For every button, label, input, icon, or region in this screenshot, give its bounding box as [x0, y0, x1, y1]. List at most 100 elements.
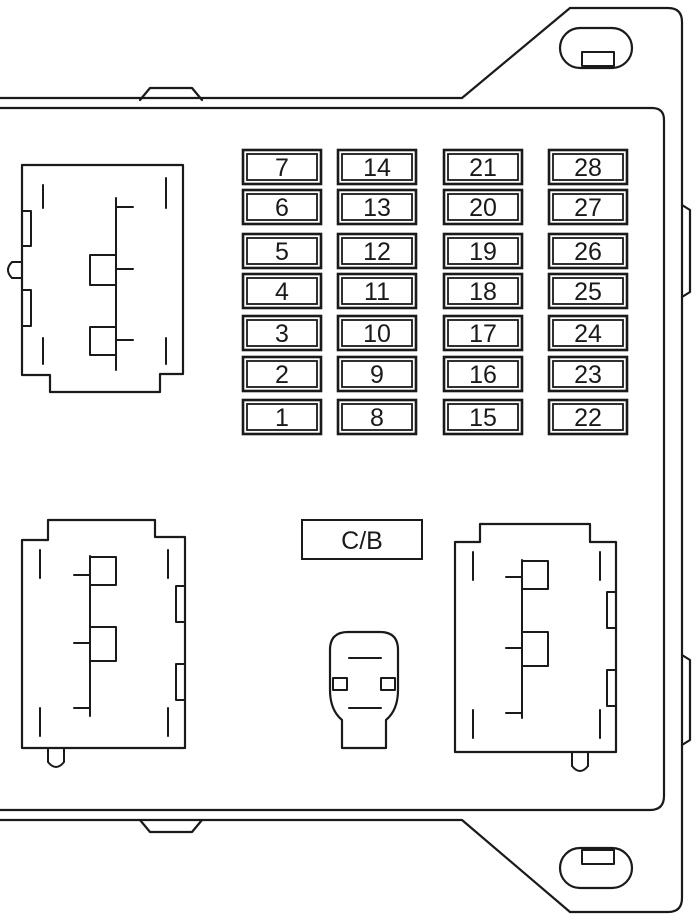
fuse-slot: 10: [336, 314, 418, 352]
fuse-number-label: 26: [574, 238, 602, 266]
fuse-slot-outline: [442, 272, 524, 310]
outer-housing: [0, 6, 692, 914]
fuse-slot-inner-outline: [552, 193, 624, 221]
fuse-number-label: 12: [363, 238, 391, 266]
fuse-number-label: 13: [363, 194, 391, 222]
fuse-slot-inner-outline: [246, 319, 318, 347]
fuse-slot-inner-outline: [552, 403, 624, 431]
fuse-slot: 20: [442, 188, 524, 226]
fuse-slot-outline: [241, 355, 323, 393]
fuse-slot-inner-outline: [447, 193, 519, 221]
relay-socket-top-left: [7, 163, 185, 394]
fuse-number-label: 3: [275, 320, 289, 348]
fuse-number-label: 21: [469, 154, 497, 182]
fuse-slot-outline: [547, 314, 629, 352]
fuse-number-label: 25: [574, 278, 602, 306]
fuse-slot-inner-outline: [341, 403, 413, 431]
fuse-slot-inner-outline: [341, 153, 413, 181]
fuse-slot-inner-outline: [447, 277, 519, 305]
fuse-number-label: 22: [574, 404, 602, 432]
fuse-slot-outline: [547, 148, 629, 186]
fuse-number-label: 27: [574, 194, 602, 222]
fuse-slot: 27: [547, 188, 629, 226]
fuse-slot: 8: [336, 398, 418, 436]
fuse-slot-outline: [547, 232, 629, 270]
relay-socket-bottom-left: [20, 518, 187, 768]
fuse-slot-outline: [442, 188, 524, 226]
fuse-slot-inner-outline: [447, 237, 519, 265]
fuse-number-label: 2: [275, 361, 289, 389]
fuse-slot-outline: [336, 232, 418, 270]
fuse-slot: 24: [547, 314, 629, 352]
fuse-slot: 6: [241, 188, 323, 226]
fuse-slot-inner-outline: [552, 277, 624, 305]
fuse-slot-outline: [442, 148, 524, 186]
fuse-slot-outline: [336, 398, 418, 436]
fuse-slot: 14: [336, 148, 418, 186]
fuse-slot: 21: [442, 148, 524, 186]
fuse-slot-outline: [442, 314, 524, 352]
fuse-number-label: 1: [275, 404, 289, 432]
fuse-slot: 19: [442, 232, 524, 270]
fuse-slot-outline: [442, 232, 524, 270]
fuse-slot-outline: [336, 314, 418, 352]
fuse-slot-inner-outline: [341, 237, 413, 265]
fuse-slot: 2: [241, 355, 323, 393]
fuse-number-label: 4: [275, 278, 289, 306]
fuse-number-label: 14: [363, 154, 391, 182]
fuse-slot: 12: [336, 232, 418, 270]
fuse-slot: 23: [547, 355, 629, 393]
fuse-slot-inner-outline: [447, 403, 519, 431]
fuse-number-label: 24: [574, 320, 602, 348]
fuse-slot-inner-outline: [447, 360, 519, 388]
fuse-slot-inner-outline: [447, 153, 519, 181]
fuse-slot-outline: [336, 188, 418, 226]
fuse-number-label: 11: [364, 278, 390, 306]
fuse-number-label: 23: [574, 361, 602, 389]
fuse-number-label: 6: [275, 194, 289, 222]
fuse-slot-outline: [336, 272, 418, 310]
fuse-slot-inner-outline: [246, 277, 318, 305]
fuse-slot: 17: [442, 314, 524, 352]
fuse-number-label: 8: [370, 404, 384, 432]
fuse-slot-inner-outline: [341, 360, 413, 388]
fuse-slot-outline: [336, 355, 418, 393]
fuse-number-label: 7: [275, 154, 289, 182]
fuse-slot: 11: [336, 272, 418, 310]
fuse-number-label: 15: [469, 404, 497, 432]
fuse-slot: 7: [241, 148, 323, 186]
fuse-slot-inner-outline: [552, 360, 624, 388]
fuse-slot: 25: [547, 272, 629, 310]
fuse-slot: 5: [241, 232, 323, 270]
fuse-slot: 1: [241, 398, 323, 436]
fuse-slot-outline: [241, 188, 323, 226]
fuse-slot: 15: [442, 398, 524, 436]
fuse-slot-inner-outline: [246, 153, 318, 181]
fuse-number-label: 20: [469, 194, 497, 222]
small-connector: [328, 630, 400, 750]
fuse-number-label: 9: [370, 361, 384, 389]
fuse-slot-outline: [336, 148, 418, 186]
fuse-slot-inner-outline: [552, 153, 624, 181]
fuse-slot-inner-outline: [552, 319, 624, 347]
fuse-slot-inner-outline: [341, 277, 413, 305]
fuse-slot-outline: [442, 355, 524, 393]
fuse-slot-outline: [241, 314, 323, 352]
fuse-number-label: 19: [469, 238, 497, 266]
fuse-slot: 3: [241, 314, 323, 352]
relay-socket-bottom-right: [453, 522, 618, 772]
fuse-slot: 4: [241, 272, 323, 310]
fuse-slot-outline: [547, 272, 629, 310]
mounting-ear-top: [558, 26, 634, 70]
fuse-slot: 28: [547, 148, 629, 186]
fuse-slot-inner-outline: [246, 237, 318, 265]
fuse-slot-outline: [241, 398, 323, 436]
fuse-number-label: 17: [469, 320, 497, 348]
fuse-slot: 16: [442, 355, 524, 393]
fuse-slot: 18: [442, 272, 524, 310]
fuse-slot-inner-outline: [447, 319, 519, 347]
circuit-breaker-label: C/B: [341, 527, 383, 555]
fuse-slot-outline: [547, 398, 629, 436]
